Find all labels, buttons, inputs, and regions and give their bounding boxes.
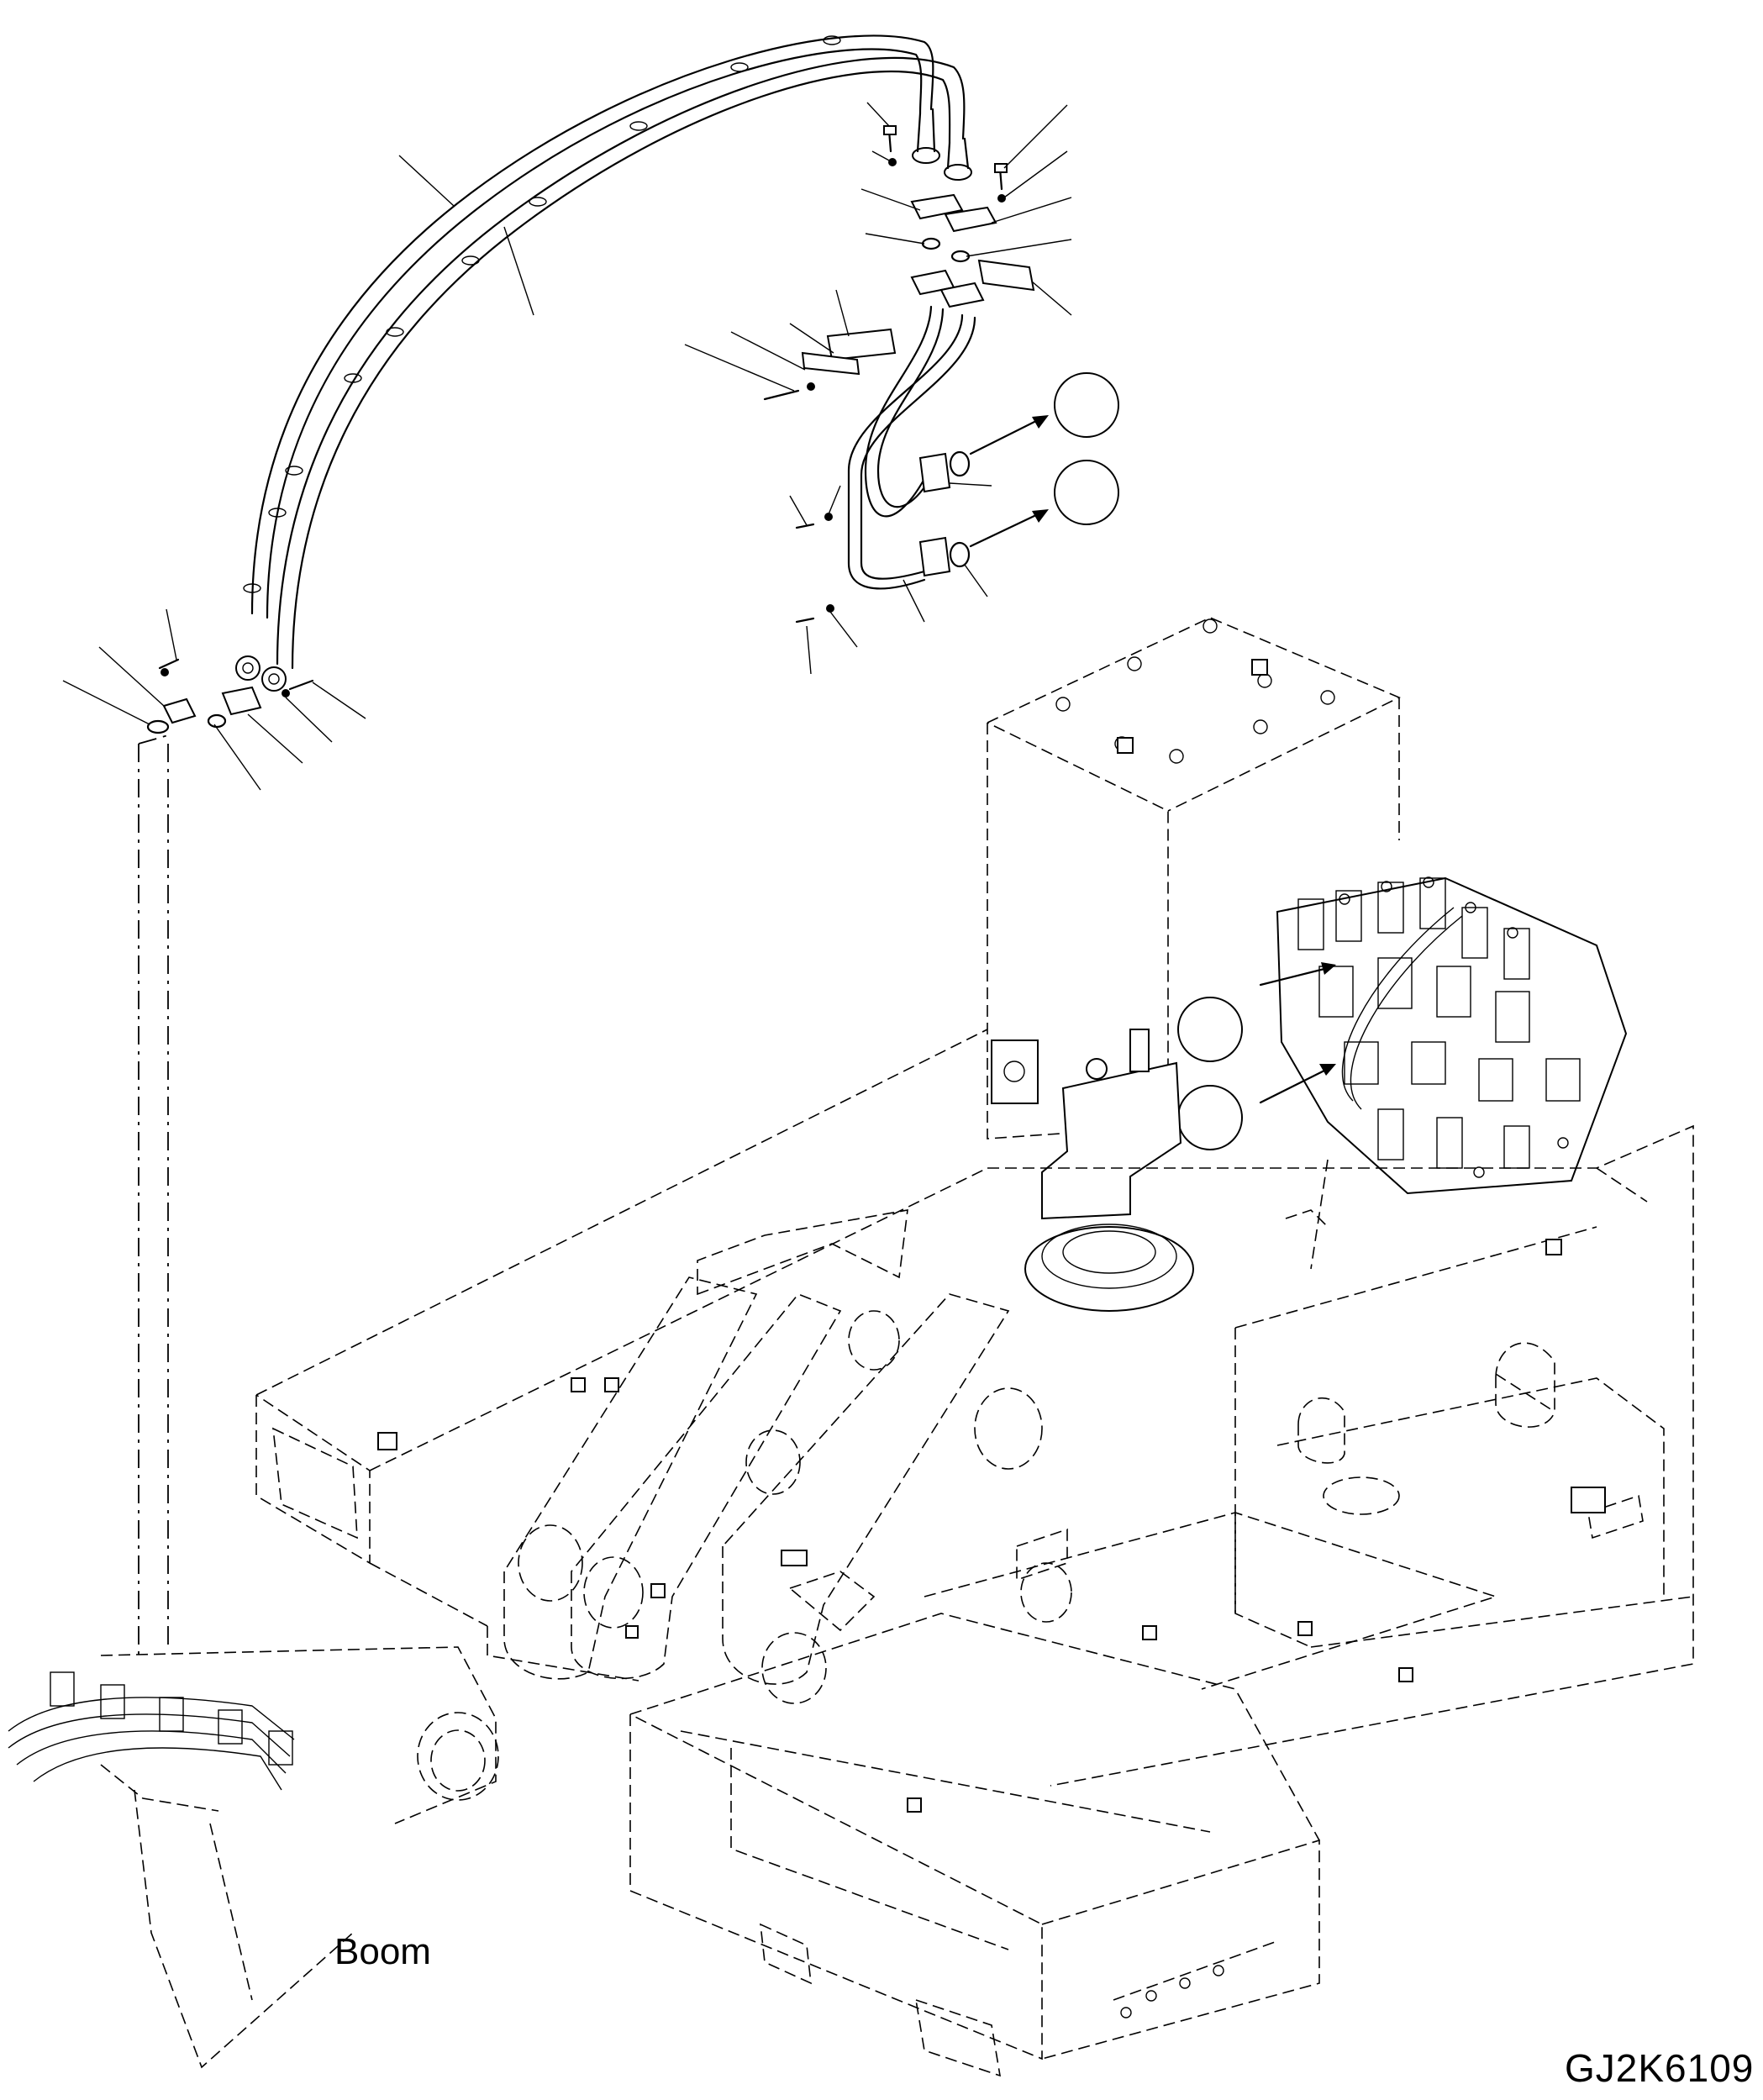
- boom-label: Boom: [334, 1931, 431, 1972]
- hose-assembly: [235, 34, 972, 692]
- revolving-frame: [255, 1029, 1694, 2077]
- control-valve-block: [1259, 876, 1628, 1195]
- swing-motor: [991, 1029, 1194, 1312]
- drawing-code: GJ2K6109: [1565, 2046, 1755, 2090]
- rigid-tubes: [795, 305, 1049, 624]
- top-flange-kit: [763, 125, 1035, 401]
- boom-section: [8, 1646, 499, 2069]
- boom-connection-lines: [138, 734, 169, 1655]
- reference-circles-mid: [1177, 997, 1243, 1150]
- control-valve-housing: [987, 617, 1401, 1139]
- left-flange-kit: [146, 658, 314, 734]
- reference-circles-top: [1054, 372, 1119, 525]
- leader-lines: [62, 102, 1072, 791]
